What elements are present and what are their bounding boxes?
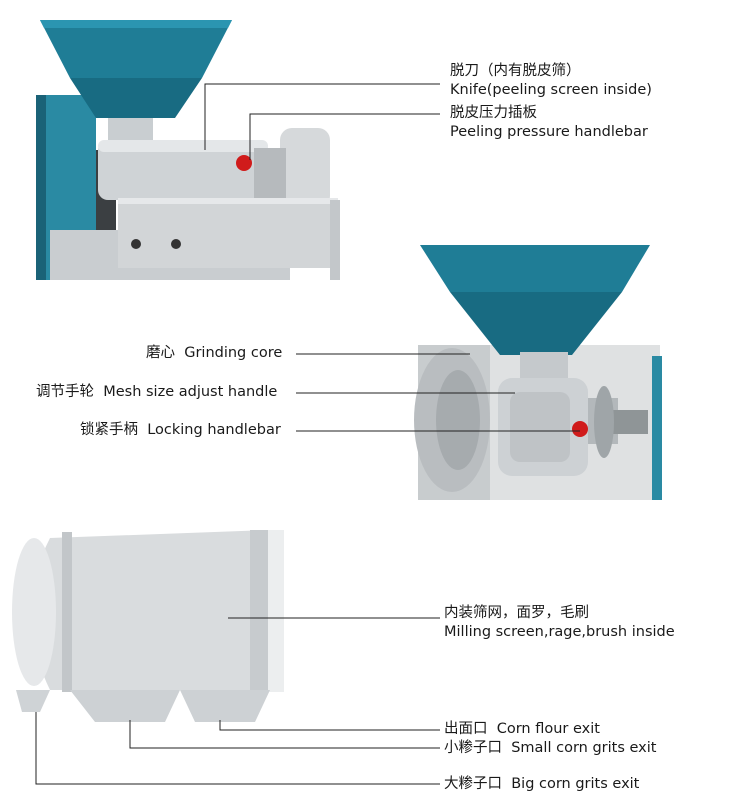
label-cn: 脱皮压力插板 xyxy=(450,105,537,121)
screening-drum-photo xyxy=(12,530,284,722)
callout-mesh: 调节手轮 Mesh size adjust handle xyxy=(36,383,277,402)
label-en: Knife(peeling screen inside) xyxy=(450,82,652,98)
big-grits-outlet xyxy=(16,690,50,712)
label-cn: 内装筛网，面罗，毛刷 xyxy=(444,605,589,621)
label-en: Corn flour exit xyxy=(496,721,600,737)
label-cn: 磨心 xyxy=(146,345,175,361)
label-en: Mesh size adjust handle xyxy=(103,384,278,400)
peeling-cylinder xyxy=(98,140,268,200)
label-en: Peeling pressure handlebar xyxy=(450,124,648,140)
callout-knife: 脱刀（内有脱皮筛） Knife(peeling screen inside) xyxy=(450,62,652,100)
flour-outlet xyxy=(180,690,270,722)
leader-lines xyxy=(35,83,580,785)
label-cn: 锁紧手柄 xyxy=(80,422,138,438)
handlebar-knob-2 xyxy=(572,421,588,437)
label-cn: 脱刀（内有脱皮筛） xyxy=(450,63,581,79)
callout-screen: 内装筛网，面罗，毛刷 Milling screen,rage,brush ins… xyxy=(444,604,675,642)
callout-big: 大糁子口 Big corn grits exit xyxy=(444,775,639,794)
leader-pressure xyxy=(249,113,440,160)
leader-knife xyxy=(204,83,440,150)
callout-locking: 锁紧手柄 Locking handlebar xyxy=(80,421,281,440)
leader-small xyxy=(129,720,440,749)
leader-flour xyxy=(219,720,440,731)
callout-small: 小糁子口 Small corn grits exit xyxy=(444,739,656,758)
label-cn: 小糁子口 xyxy=(444,740,502,756)
grinding-machine-photo xyxy=(414,245,662,500)
leader-big xyxy=(35,712,440,785)
label-en: Locking handlebar xyxy=(147,422,281,438)
callout-pressure: 脱皮压力插板 Peeling pressure handlebar xyxy=(450,104,648,142)
small-grits-outlet xyxy=(70,690,180,722)
label-cn: 大糁子口 xyxy=(444,776,502,792)
label-en: Big corn grits exit xyxy=(511,776,640,792)
hopper-top-1 xyxy=(40,20,232,78)
label-cn: 调节手轮 xyxy=(36,384,94,400)
label-en: Milling screen,rage,brush inside xyxy=(444,624,675,640)
callout-grinding: 磨心 Grinding core xyxy=(146,344,282,363)
handlebar-knob-1 xyxy=(236,155,252,171)
hopper-top-2 xyxy=(420,245,650,292)
label-en: Small corn grits exit xyxy=(511,740,657,756)
callout-flour: 出面口 Corn flour exit xyxy=(444,720,600,739)
label-cn: 出面口 xyxy=(444,721,488,737)
peeling-machine-photo xyxy=(36,20,340,280)
label-en: Grinding core xyxy=(184,345,283,361)
